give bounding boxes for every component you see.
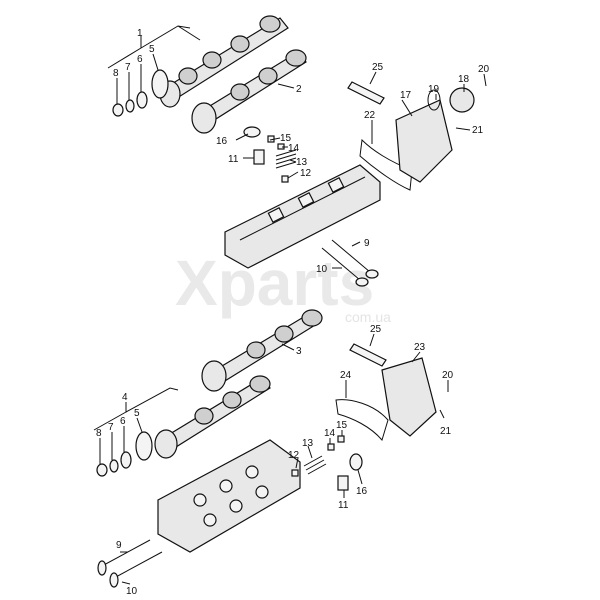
cap-18-upper [449,87,475,113]
clip-15-lower [337,435,345,443]
sealant-tube-lower [349,343,387,367]
callout-7-upper: 7 [125,62,131,73]
callout-25-upper: 25 [372,62,384,73]
camshaft-upper-2 [191,49,307,134]
callout-18: 18 [458,74,470,85]
watermark-domain: com.ua [345,309,391,325]
timing-cover-upper [395,99,453,183]
seal-ring-8-lower [96,463,108,477]
callout-4: 4 [122,392,128,403]
washer-6-upper [136,91,148,109]
callout-6-upper: 6 [137,54,143,65]
callout-5-lower: 5 [134,408,140,419]
washer-7-upper [125,99,135,113]
spring-13-upper [275,149,297,169]
callout-12-lower: 12 [288,450,300,461]
callout-14-lower: 14 [324,428,336,439]
callout-25-lower: 25 [370,324,382,335]
valve-lower-9 [101,539,151,567]
callout-15-lower: 15 [336,420,348,431]
leader-lines-upper [107,25,487,269]
cylinder-head-upper [224,164,381,269]
washer-7-lower [109,459,119,473]
callout-3: 3 [296,346,302,357]
callout-6-lower: 6 [120,416,126,427]
gasket-lower [335,399,389,442]
callout-11-upper: 11 [228,154,239,165]
lifter-11-lower [337,475,349,491]
camshaft-lower-3 [201,309,323,392]
rocker-16-lower [349,453,363,471]
callout-2: 2 [296,84,302,95]
callout-8-lower: 8 [96,428,102,439]
callout-21-lower: 21 [440,426,452,437]
callout-23: 23 [414,342,426,353]
callout-9-lower: 9 [116,540,122,551]
timing-cover-lower [381,357,437,437]
callout-10-lower: 10 [126,586,138,597]
gasket-upper [359,138,413,191]
callout-12-upper: 12 [300,168,312,179]
keeper-12-upper [281,175,289,183]
lifter-11-upper [253,149,265,165]
callout-11-lower: 11 [338,500,349,511]
callout-13-upper: 13 [296,157,308,168]
keeper-12-lower [291,469,299,477]
valve-upper-9 [321,247,361,281]
leader-lines-lower [93,333,449,585]
callout-5-upper: 5 [149,44,155,55]
callout-7-lower: 7 [108,422,114,433]
watermark-brand: Xparts [175,247,374,319]
callout-1: 1 [137,28,143,39]
cylinder-head-lower [157,439,301,553]
callout-16-lower: 16 [356,486,368,497]
callout-8-upper: 8 [113,68,119,79]
seal-ring-8-upper [112,103,124,117]
callout-20-lower: 20 [442,370,454,381]
camshaft-upper-1 [159,15,289,108]
callout-24: 24 [340,370,352,381]
callout-19: 19 [428,84,440,95]
callout-17: 17 [400,90,412,101]
washer-6-lower [120,451,132,469]
sealant-tube-upper [347,81,385,105]
callout-13-lower: 13 [302,438,314,449]
sprocket-lower [135,431,153,461]
callout-22: 22 [364,110,376,121]
sprocket-upper [151,69,169,99]
camshaft-lower-4 [154,375,271,459]
callout-10-upper: 10 [316,264,328,275]
callout-20-upper: 20 [478,64,490,75]
callout-16-upper: 16 [216,136,228,147]
o-ring-19-upper [427,89,441,111]
rocker-16-upper [243,126,261,138]
callout-14-upper: 14 [288,143,300,154]
spring-13-lower [303,455,327,475]
callout-9-upper: 9 [364,238,370,249]
seal-14-lower [327,443,335,451]
callout-21-upper: 21 [472,125,484,136]
callout-15-upper: 15 [280,133,292,144]
